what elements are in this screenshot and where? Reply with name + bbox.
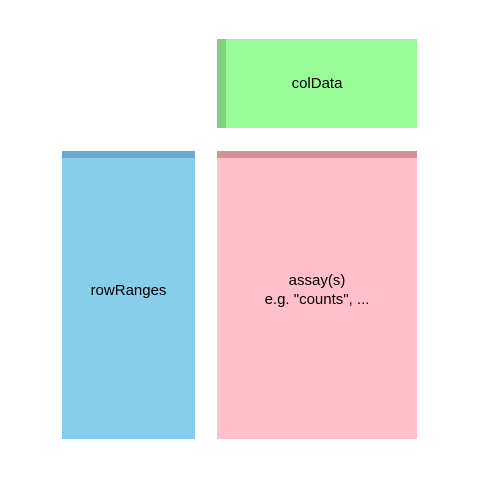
assay-label: assay(s): [288, 272, 346, 289]
assay-example-label: e.g. "counts", ...: [264, 291, 370, 308]
assay-block: assay(s) e.g. "counts", ...: [217, 151, 417, 439]
rowranges-label: rowRanges: [90, 281, 167, 299]
rowranges-block: rowRanges: [62, 151, 195, 439]
coldata-accent-bar: [217, 39, 226, 128]
coldata-label: colData: [291, 75, 343, 92]
assay-accent-bar: [217, 151, 417, 158]
rowranges-accent-bar: [62, 151, 195, 158]
coldata-block: colData: [217, 39, 417, 128]
